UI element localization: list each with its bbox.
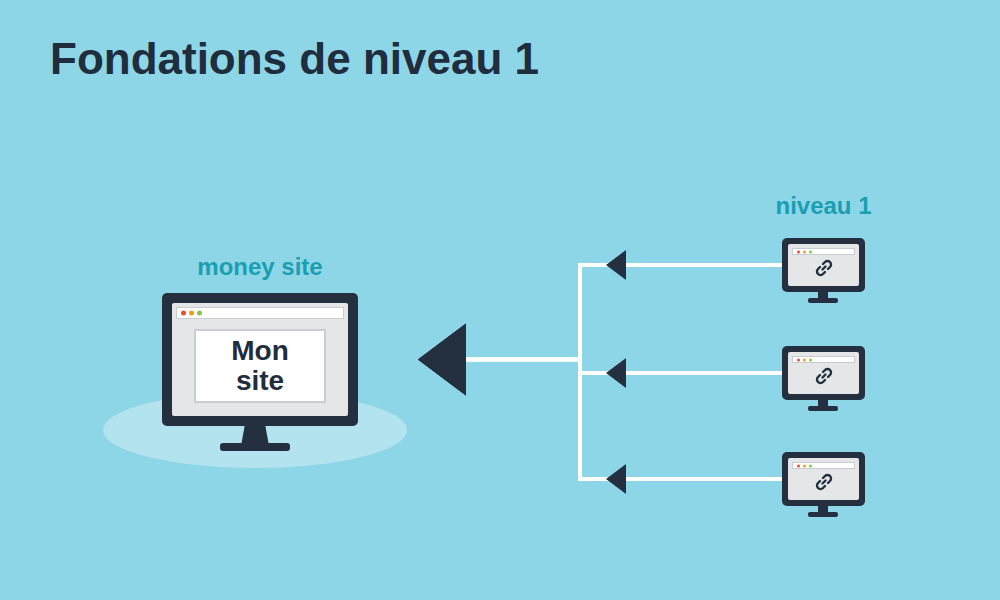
stand-base — [220, 443, 290, 451]
monitor-screen — [788, 244, 859, 286]
site-label: Mon site — [204, 336, 316, 396]
link-icon — [814, 366, 834, 386]
browser-dot — [809, 464, 812, 467]
browser-dot — [797, 250, 800, 253]
browser-dot — [197, 311, 202, 316]
link-icon — [814, 258, 834, 278]
browser-bar — [176, 307, 344, 319]
browser-dot — [797, 464, 800, 467]
browser-dot — [181, 311, 186, 316]
browser-bar — [792, 248, 855, 255]
monitor-screen — [788, 352, 859, 394]
monitor-screen — [788, 458, 859, 500]
small-monitor-node — [782, 346, 865, 400]
stand-neck — [241, 424, 269, 446]
node-heading: money site — [197, 253, 322, 281]
link-connector — [418, 250, 782, 396]
browser-dot — [809, 358, 812, 361]
browser-bar — [792, 356, 855, 363]
monitor-node: Mon sitemoney site — [162, 293, 358, 426]
small-monitor-node: niveau 1 — [782, 238, 865, 292]
site-label-box: Mon site — [194, 329, 326, 403]
link-connector — [418, 324, 782, 495]
node-heading: niveau 1 — [775, 192, 871, 220]
small-monitor-node — [782, 452, 865, 506]
browser-dot — [797, 358, 800, 361]
browser-dot — [803, 250, 806, 253]
browser-dot — [809, 250, 812, 253]
diagram-title: Fondations de niveau 1 — [50, 34, 539, 84]
browser-dot — [803, 464, 806, 467]
browser-bar — [792, 462, 855, 469]
browser-dot — [189, 311, 194, 316]
link-icon — [814, 472, 834, 492]
browser-dot — [803, 358, 806, 361]
monitor-screen: Mon site — [172, 303, 348, 416]
